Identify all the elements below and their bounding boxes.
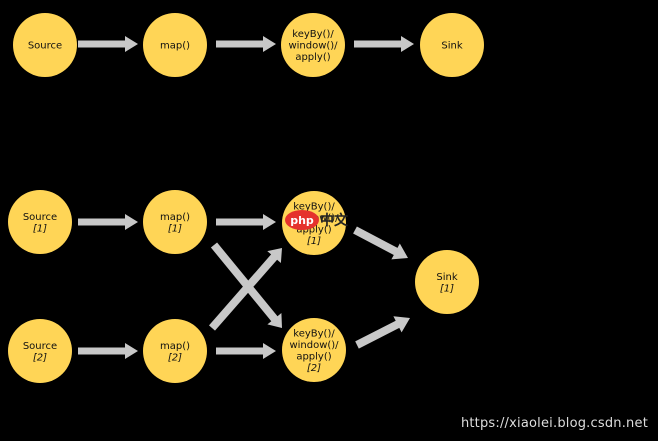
- map-2-node-label: map(): [160, 341, 190, 352]
- map-2-node-index: [2]: [168, 352, 182, 363]
- arrow-source-to-map: [78, 36, 138, 52]
- source-2-node-index: [2]: [33, 352, 47, 363]
- edges: [78, 36, 455, 359]
- arrow-window-to-sink: [354, 36, 414, 52]
- arrow-window1-to-sink: [353, 226, 408, 260]
- arrow-source1-to-map1: [78, 214, 138, 230]
- arrow-map2-to-window2: [216, 343, 276, 359]
- source-2-node-circle: [8, 319, 72, 383]
- top-map-node-circle: [143, 13, 207, 77]
- top-window-node-label: apply(): [295, 52, 330, 63]
- window-1-node-label: keyBy()/: [293, 201, 335, 212]
- map-2-node-circle: [143, 319, 207, 383]
- source-1-node-circle: [8, 190, 72, 254]
- top-source-node-circle: [13, 13, 77, 77]
- php-logo: php 中文: [285, 210, 349, 230]
- sink-1-node-label: Sink: [436, 272, 457, 283]
- php-logo-mark: [285, 210, 319, 230]
- top-window-node-label: window()/: [288, 41, 338, 52]
- top-map-node: map(): [143, 13, 207, 77]
- top-sink-node-circle: [420, 13, 484, 77]
- window-2-node-circle: [282, 318, 346, 382]
- sink-1-node-index: [1]: [440, 283, 454, 294]
- window-2-node: keyBy()/window()/apply()[2]: [282, 318, 346, 382]
- top-sink-node: Sink: [420, 13, 484, 77]
- sink-1-node: Sink[1]: [415, 250, 479, 314]
- arrow-source2-to-map2: [78, 343, 138, 359]
- source-1-node-index: [1]: [33, 223, 47, 234]
- top-source-node: Source: [13, 13, 77, 77]
- source-2-node: Source[2]: [8, 319, 72, 383]
- source-2-node-label: Source: [23, 341, 57, 352]
- map-1-node-index: [1]: [168, 223, 182, 234]
- top-window-node: keyBy()/window()/apply(): [281, 13, 345, 77]
- arrow-window2-to-sink: [355, 316, 410, 349]
- php-logo-mark-text: php: [290, 214, 314, 227]
- top-source-node-label: Source: [28, 41, 62, 52]
- window-2-node-label: keyBy()/: [293, 328, 335, 339]
- top-window-node-circle: [281, 13, 345, 77]
- map-1-node-circle: [143, 190, 207, 254]
- window-2-node-label: apply(): [296, 351, 331, 362]
- map-1-node: map()[1]: [143, 190, 207, 254]
- source-1-node-label: Source: [23, 212, 57, 223]
- sink-1-node-circle: [415, 250, 479, 314]
- map-2-node: map()[2]: [143, 319, 207, 383]
- arrow-map1-to-window2: [210, 242, 282, 328]
- top-sink-node-label: Sink: [441, 41, 462, 52]
- php-logo-text: 中文: [320, 212, 349, 229]
- watermark-text: https://xiaolei.blog.csdn.net: [460, 416, 648, 431]
- arrow-map1-to-window1: [216, 214, 276, 230]
- arrow-map-to-window: [216, 36, 276, 52]
- window-1-node-label: apply(): [296, 224, 331, 235]
- map-1-node-label: map(): [160, 212, 190, 223]
- window-1-node-index: [1]: [307, 236, 321, 247]
- top-window-node-label: keyBy()/: [292, 29, 334, 40]
- window-2-node-label: window()/: [289, 340, 339, 351]
- source-1-node: Source[1]: [8, 190, 72, 254]
- window-2-node-index: [2]: [307, 363, 321, 374]
- top-map-node-label: map(): [160, 41, 190, 52]
